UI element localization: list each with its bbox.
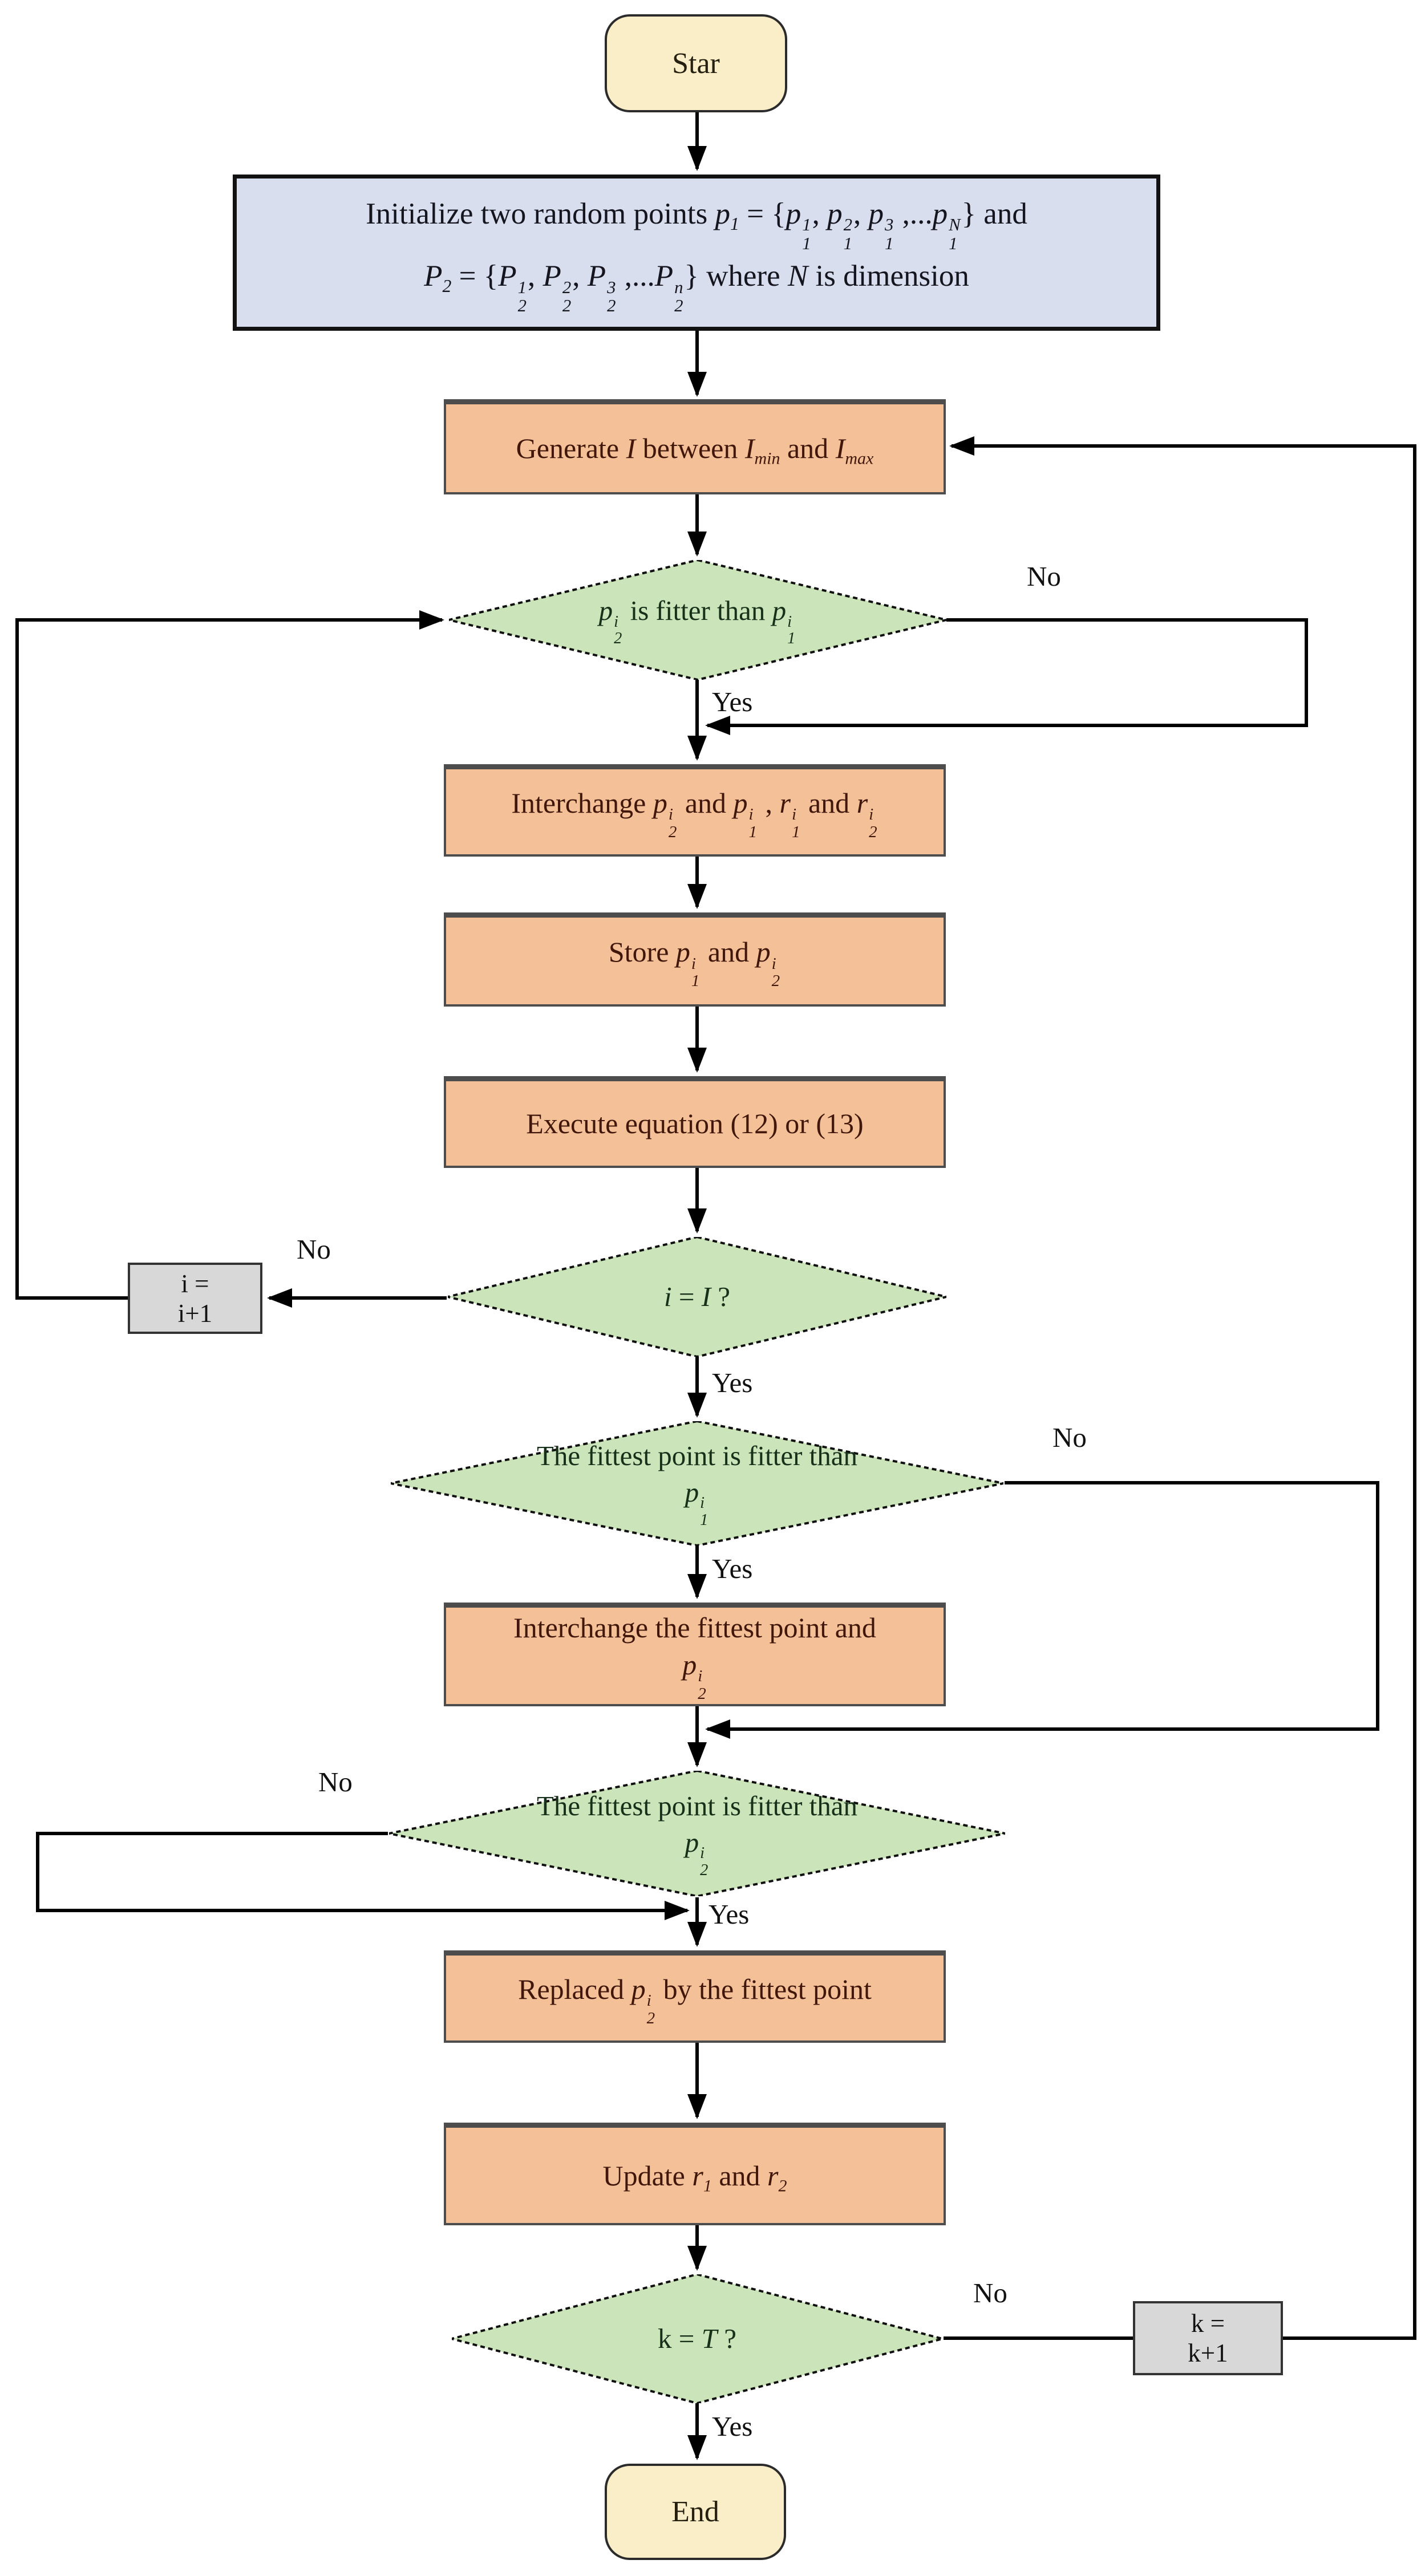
generate-label: Generate I between Imin and Imax [516,432,874,468]
node-counter-i: i = i+1 [128,1263,262,1334]
start-label: Star [672,47,720,80]
diamond-shape [391,1421,1003,1545]
diamond-shape [449,560,946,680]
decision-i-equals-I-label: i = I ? [663,1281,731,1313]
edge-label-d4-no: No [1052,1422,1087,1453]
edge-label-d1-yes: Yes [712,686,753,717]
end-label: End [671,2496,719,2528]
node-execute-equation: Execute equation (12) or (13) [444,1076,946,1168]
edge-label-d5-no: No [318,1766,353,1798]
node-end: End [605,2464,786,2560]
edge-label-d1-no: No [1027,561,1061,592]
node-generate: Generate I between Imin and Imax [444,399,946,494]
edge-label-d6-no: No [973,2277,1007,2309]
execute-label: Execute equation (12) or (13) [526,1108,864,1139]
node-counter-k: k = k+1 [1133,2301,1283,2375]
edge-d1-no-loop [705,618,1308,735]
edge-label-d4-yes: Yes [712,1553,753,1584]
decision-k-equals-T-label: k = T ? [658,2323,736,2355]
edge-d5-no-loop [36,1832,690,1920]
edge-label-d2-yes: Yes [712,1367,753,1398]
node-update-r: Update r1 and r2 [444,2123,946,2225]
diamond-shape [389,1771,1005,1896]
edge-counter-k-loop-generate [949,436,1416,2340]
edge-d4-no-loop [705,1481,1379,1739]
diamond-shape [448,1237,946,1357]
edge-label-d6-yes: Yes [712,2411,753,2442]
counter-k-label: k = k+1 [1188,2309,1228,2367]
edge-counter-i-loop-d1 [15,610,444,1300]
decision-fittest-p2-line1: The fittest point is fitter than [536,1790,858,1822]
node-decision-i-equals-I: i = I ? [448,1237,946,1357]
counter-i-label: i = i+1 [177,1269,213,1328]
edge-label-d5-yes: Yes [709,1898,750,1930]
edge-label-d2-no: No [297,1234,331,1265]
interchange-fittest-line1: Interchange the fittest point and [513,1611,876,1644]
decision-fittest-p1-line1: The fittest point is fitter than [536,1439,858,1471]
node-start: Star [605,14,787,112]
update-r-label: Update r1 and r2 [602,2159,787,2195]
node-decision-k-equals-T: k = T ? [452,2274,942,2403]
diamond-shape [452,2274,942,2403]
